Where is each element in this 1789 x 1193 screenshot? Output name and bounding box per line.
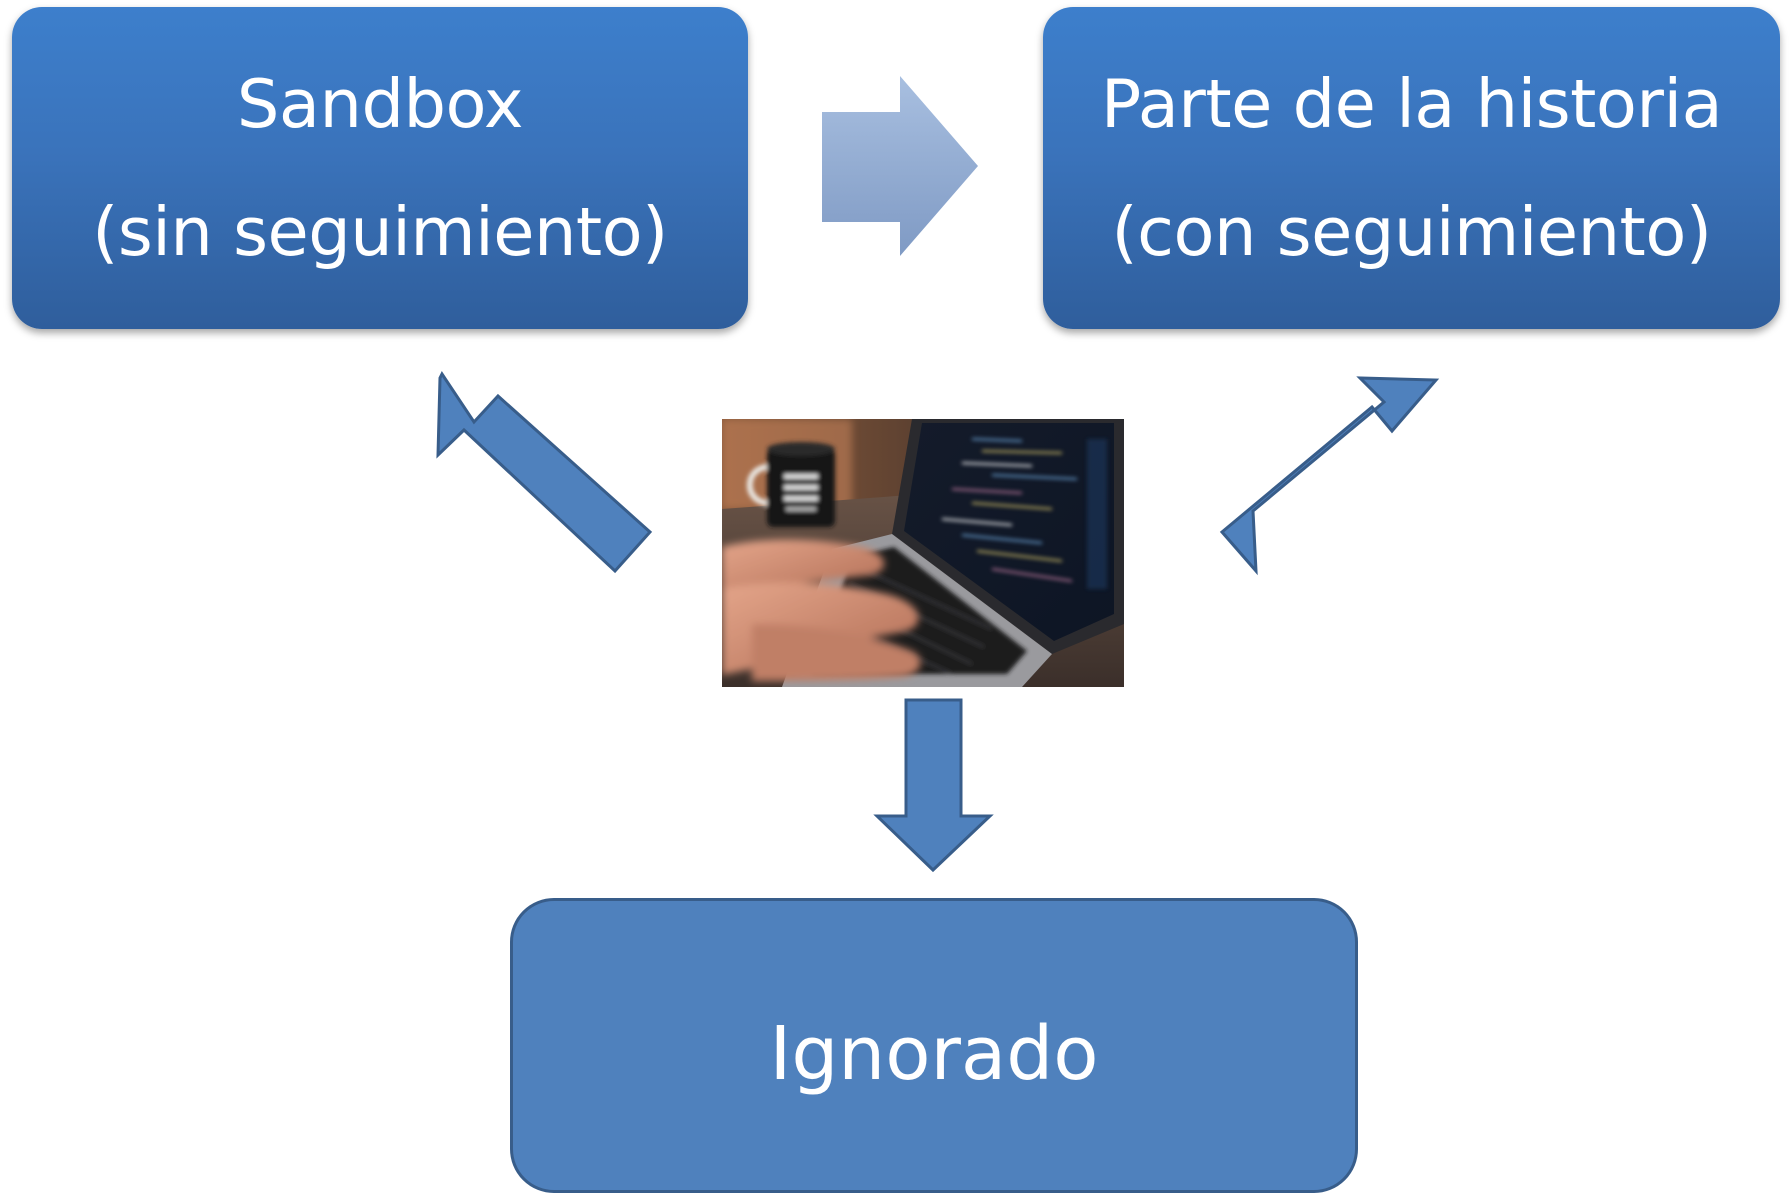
historia-box: Parte de la historia (con seguimiento)	[1043, 7, 1780, 329]
historia-subtitle: (con seguimiento)	[1111, 193, 1712, 271]
laptop-image	[722, 419, 1124, 687]
down-arrow-icon	[873, 698, 994, 873]
historia-title: Parte de la historia	[1100, 65, 1723, 143]
up-left-arrow-icon	[436, 371, 653, 574]
ignorado-label: Ignorado	[769, 1011, 1099, 1097]
sandbox-subtitle: (sin seguimiento)	[92, 193, 668, 271]
right-arrow-icon	[822, 76, 978, 256]
sandbox-box: Sandbox (sin seguimiento)	[12, 7, 748, 329]
up-right-arrow-body	[1219, 376, 1440, 576]
sandbox-title: Sandbox	[236, 65, 524, 143]
laptop-photo	[722, 419, 1124, 687]
